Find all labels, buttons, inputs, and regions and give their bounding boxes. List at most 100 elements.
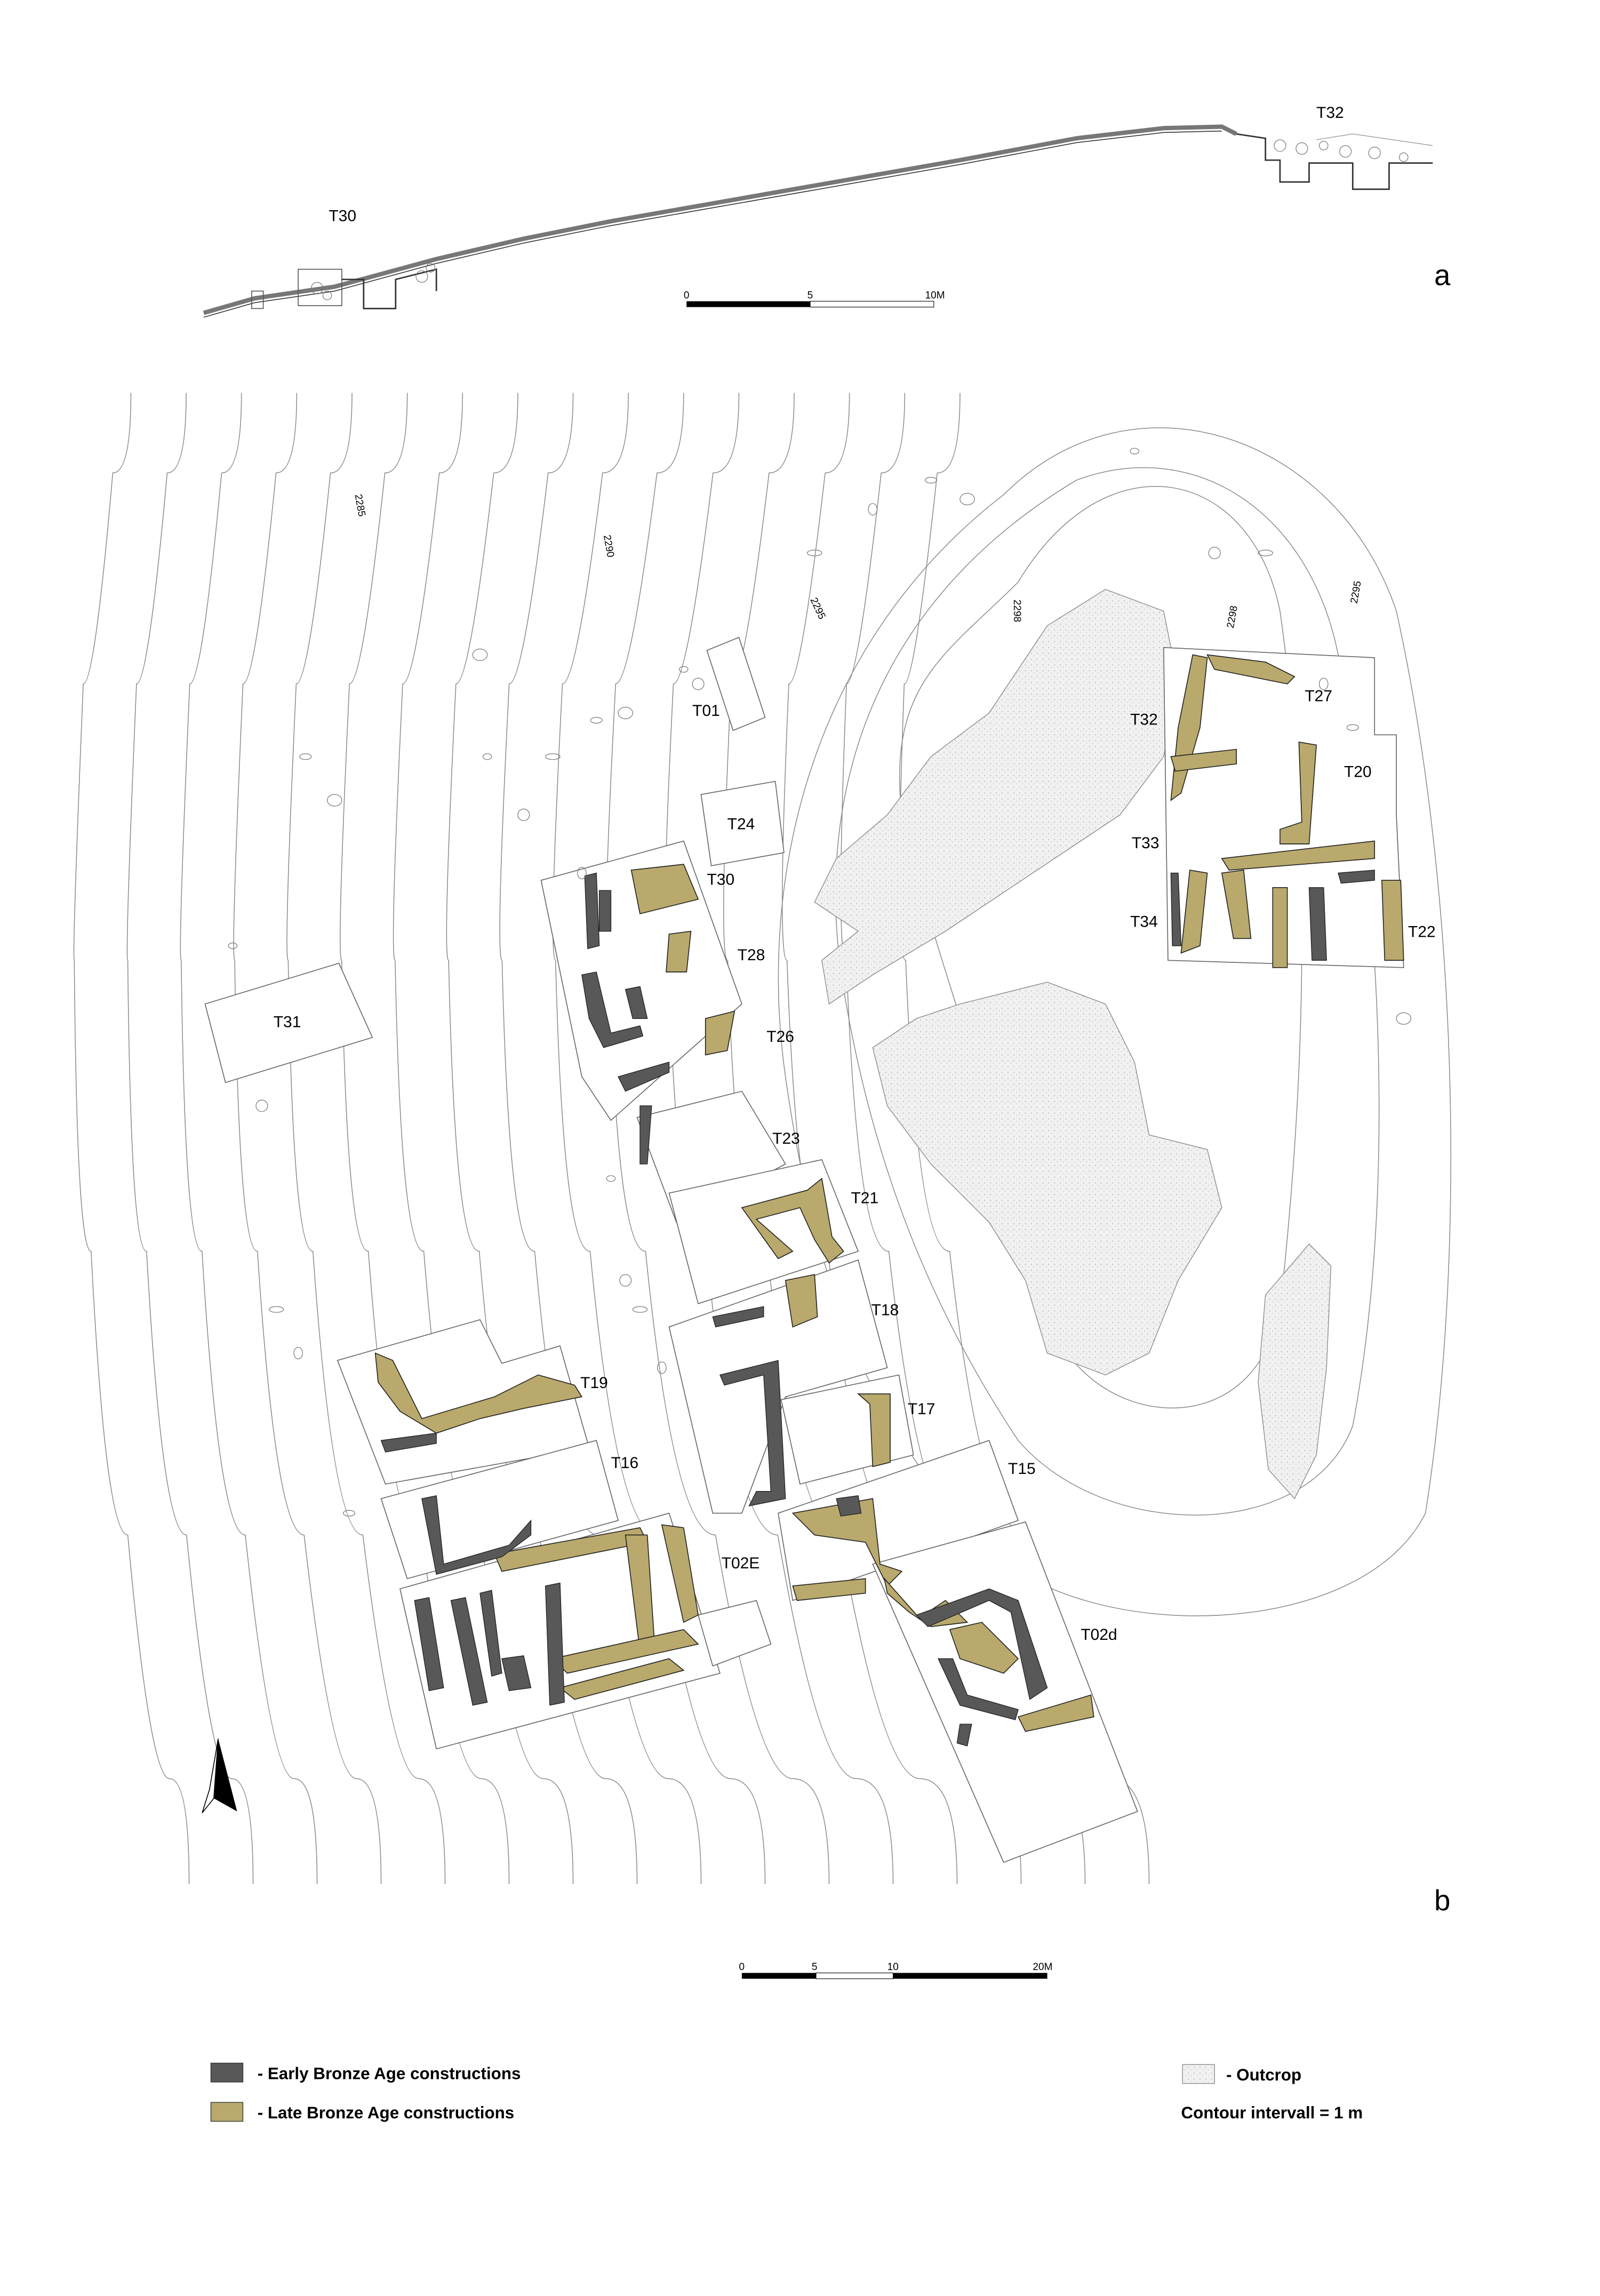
stone bbox=[228, 942, 238, 949]
contour-line bbox=[286, 393, 446, 1885]
contour-lines bbox=[73, 393, 1452, 1885]
contour-line bbox=[446, 393, 638, 1885]
legend-label-early-bronze: - Early Bronze Age constructions bbox=[258, 2064, 521, 2083]
trench-label: T27 bbox=[1305, 688, 1332, 705]
stone bbox=[959, 493, 975, 506]
trench-t02e-annex bbox=[698, 1600, 772, 1667]
profile-label-t32: T32 bbox=[1316, 104, 1344, 122]
outcrops bbox=[814, 588, 1332, 1500]
contour-line bbox=[340, 393, 510, 1885]
stone bbox=[924, 477, 937, 484]
stone bbox=[1130, 448, 1140, 455]
scale-b-tick-5: 5 bbox=[812, 1962, 818, 1973]
stone bbox=[1208, 547, 1221, 560]
panel-label-a: a bbox=[1434, 259, 1451, 292]
t32-section-drawing bbox=[1236, 133, 1433, 190]
trench-label: T21 bbox=[851, 1190, 878, 1207]
trench-label: T19 bbox=[580, 1374, 608, 1392]
stone bbox=[679, 666, 689, 673]
stone bbox=[327, 794, 342, 807]
contour-labels: 2285 2290 2295 2298 2298 2295 bbox=[353, 493, 1364, 629]
trench-label: T02d bbox=[1081, 1626, 1117, 1644]
contour-line bbox=[778, 427, 1452, 1616]
north-arrow-icon bbox=[202, 1739, 237, 1813]
trench-t27-t32-t22 bbox=[1163, 647, 1404, 968]
trench-label: T26 bbox=[766, 1028, 794, 1046]
scattered-stones bbox=[228, 448, 1412, 1517]
legend-swatch-late-bronze bbox=[210, 2102, 244, 2122]
trench-label: T33 bbox=[1132, 834, 1159, 852]
stone bbox=[807, 549, 822, 556]
stone bbox=[1258, 549, 1273, 556]
trenches bbox=[204, 636, 1404, 1863]
trench-t31 bbox=[204, 962, 373, 1083]
trench-label: T34 bbox=[1130, 913, 1158, 930]
stone bbox=[606, 1175, 616, 1182]
contour-line bbox=[553, 393, 766, 1885]
stone bbox=[517, 808, 530, 821]
trench-t01 bbox=[706, 636, 766, 731]
contour-line bbox=[605, 393, 830, 1885]
outcrop-area bbox=[1258, 1243, 1332, 1500]
plan-map: 2285 2290 2295 2298 2298 2295 T01 T24 T3… bbox=[73, 393, 1452, 1979]
trench-label: T22 bbox=[1408, 923, 1436, 941]
trench-label: T02E bbox=[722, 1554, 760, 1572]
scale-a-tick-5: 5 bbox=[807, 290, 813, 301]
trench-label: T01 bbox=[692, 702, 720, 720]
scale-bar-b: 0 5 10 20M bbox=[739, 1962, 1052, 1979]
stone bbox=[590, 717, 603, 724]
stone bbox=[1319, 677, 1329, 690]
stone bbox=[692, 677, 705, 690]
terrain-profile bbox=[203, 124, 1238, 315]
stone bbox=[632, 1306, 648, 1313]
legend-swatch-outcrop bbox=[1182, 2064, 1215, 2084]
legend: - Early Bronze Age constructions - Late … bbox=[210, 2062, 1363, 2122]
stone bbox=[343, 1510, 356, 1517]
contour-label-2298: 2298 bbox=[1225, 605, 1240, 629]
trench-label: T20 bbox=[1344, 763, 1372, 781]
contour-line bbox=[180, 393, 318, 1885]
stone bbox=[268, 1306, 284, 1313]
stone bbox=[1346, 724, 1359, 731]
contour-line bbox=[233, 393, 382, 1885]
stone bbox=[482, 753, 492, 760]
early-bronze-age-walls bbox=[380, 870, 1375, 1747]
trench-t02d bbox=[872, 1521, 1138, 1863]
trench-t24 bbox=[700, 780, 785, 866]
trench-label: T31 bbox=[274, 1014, 301, 1031]
contour-label-2295: 2295 bbox=[808, 596, 828, 621]
contour-line bbox=[393, 393, 574, 1885]
trench-label: T18 bbox=[871, 1302, 899, 1319]
late-bronze-age-walls bbox=[374, 654, 1404, 1732]
trench-label: T17 bbox=[908, 1400, 935, 1418]
stone bbox=[657, 1361, 667, 1374]
scale-a-tick-10: 10M bbox=[925, 290, 945, 301]
contour-line bbox=[499, 393, 702, 1885]
trench-label: T32 bbox=[1130, 711, 1158, 728]
outcrop-area bbox=[872, 982, 1222, 1376]
stone bbox=[618, 707, 633, 720]
panel-label-b: b bbox=[1434, 1884, 1450, 1917]
scale-b-tick-10: 10 bbox=[887, 1962, 899, 1973]
stone bbox=[472, 648, 488, 661]
trench-label: T15 bbox=[1008, 1460, 1036, 1478]
legend-contour-interval: Contour intervall = 1 m bbox=[1181, 2103, 1363, 2122]
scale-b-tick-0: 0 bbox=[739, 1962, 745, 1973]
trench-label: T23 bbox=[772, 1130, 800, 1147]
stone bbox=[293, 1347, 303, 1360]
profile-label-t30: T30 bbox=[329, 208, 356, 225]
contour-line bbox=[126, 393, 254, 1885]
outcrop-area bbox=[814, 588, 1179, 1005]
scale-a-tick-0: 0 bbox=[684, 290, 690, 301]
contour-label-2298: 2298 bbox=[1011, 600, 1022, 622]
trench-label: T30 bbox=[707, 871, 734, 888]
trench-label: T24 bbox=[727, 816, 755, 833]
profile-section: T30 T32 a 0 5 10M bbox=[203, 104, 1451, 318]
trench-t15 bbox=[778, 1440, 1019, 1601]
stone bbox=[255, 1099, 268, 1112]
legend-label-late-bronze: - Late Bronze Age constructions bbox=[258, 2103, 514, 2122]
contour-label-2295: 2295 bbox=[1349, 580, 1364, 604]
contour-label-2285: 2285 bbox=[353, 493, 367, 517]
contour-line bbox=[73, 393, 190, 1885]
stone bbox=[619, 1274, 632, 1287]
